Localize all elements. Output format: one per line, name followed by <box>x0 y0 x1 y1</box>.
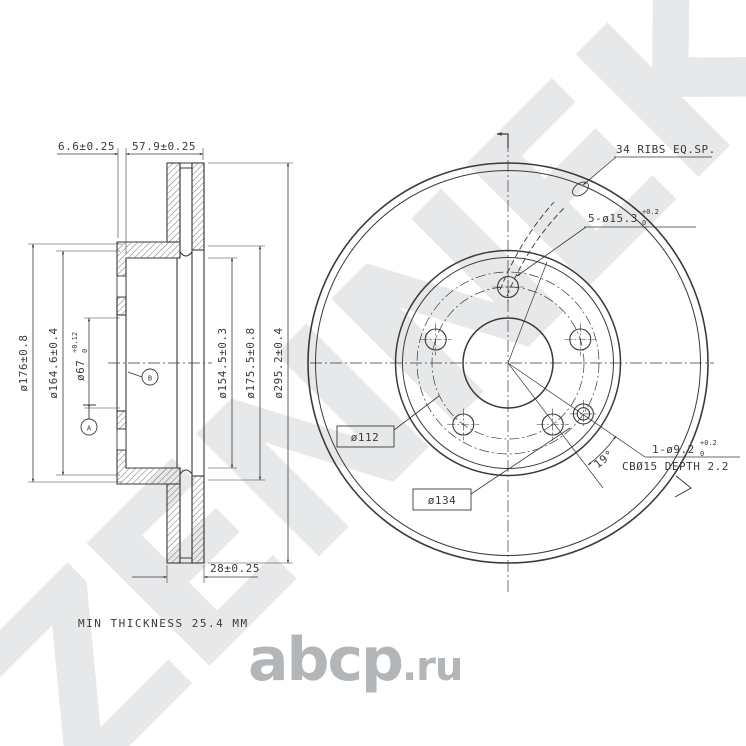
dim-thickness-label: 28±0.25 <box>210 562 260 575</box>
min-thickness-note: MIN THICKNESS 25.4 MM <box>78 617 249 630</box>
front-centerlines <box>310 140 714 592</box>
bolt-hole <box>447 408 480 441</box>
section-dimension-labels: 6.6±0.25 57.9±0.25 ø176±0.8 ø164.6±0.4 ø… <box>17 140 285 630</box>
ribs-note: 34 RIBS EQ.SP. <box>616 143 716 156</box>
bolt-hole <box>419 323 452 356</box>
logo-tld: .ru <box>401 644 463 690</box>
angle-dim: 19° <box>591 448 616 471</box>
rotation-chevron <box>674 475 692 498</box>
dim-height-label: 57.9±0.25 <box>132 140 196 153</box>
datum-b-flag: B <box>125 367 159 386</box>
angle-arc <box>587 435 617 466</box>
boxed-labels <box>336 425 472 511</box>
dim-pad-od-label: ø164.6±0.4 <box>47 327 60 398</box>
svg-text:+0.12: +0.12 <box>71 332 79 353</box>
bolt-hole <box>492 271 524 303</box>
pin-hole-tol-up: +0.2 <box>700 439 717 447</box>
bolt-holes <box>419 271 597 441</box>
abcp-ru-logo: abcp.ru <box>248 630 463 690</box>
dim-d2-label: ø175.5±0.8 <box>244 327 257 398</box>
pin-circle-dim: ø134 <box>428 494 457 507</box>
logo-name: abcp <box>248 625 404 695</box>
svg-text:ø67: ø67 <box>74 360 87 381</box>
pin-hole-dim: 1-ø9.2 <box>652 443 695 456</box>
datum-a-flag: A <box>80 404 98 436</box>
svg-text:0: 0 <box>81 349 89 353</box>
rib-detail <box>499 181 589 297</box>
bolt-holes-tol-up: +0.2 <box>642 208 659 216</box>
bolt-hole <box>536 408 569 441</box>
dim-hat-od-label: ø176±0.8 <box>17 335 30 392</box>
section-cut-arrow <box>496 132 509 148</box>
datum-a-label: A <box>87 425 92 433</box>
front-view: 34 RIBS EQ.SP. 5-ø15.3 +0.2 0 1-ø9.2 +0.… <box>307 132 740 592</box>
datum-b-label: B <box>148 375 152 383</box>
pin-hole-counterbore <box>570 400 597 427</box>
bolt-holes-tol-dn: 0 <box>642 219 646 227</box>
front-view-labels: 34 RIBS EQ.SP. 5-ø15.3 +0.2 0 1-ø9.2 +0.… <box>351 143 729 507</box>
dim-od-label: ø295.2±0.4 <box>272 327 285 398</box>
bolt-hole <box>564 323 597 356</box>
section-extension-lines <box>28 148 293 583</box>
bolt-circle-dim: ø112 <box>351 431 380 444</box>
dim-d1-label: ø154.5±0.3 <box>216 327 229 398</box>
construction-lines <box>507 261 646 489</box>
counterbore-note: CBØ15 DEPTH 2.2 <box>622 460 729 473</box>
disc-circles <box>307 162 709 564</box>
section-dimension-lines <box>31 152 290 579</box>
pin-hole-tol-dn: 0 <box>700 450 704 458</box>
dim-offset-label: 6.6±0.25 <box>58 140 115 153</box>
section-view: A B 6.6±0.25 57.9±0.25 ø176±0.8 ø164.6±0… <box>17 140 293 630</box>
bolt-holes-dim: 5-ø15.3 <box>588 212 638 225</box>
dim-bore-label: ø67 +0.12 0 <box>71 332 89 381</box>
leader-lines <box>393 156 740 495</box>
